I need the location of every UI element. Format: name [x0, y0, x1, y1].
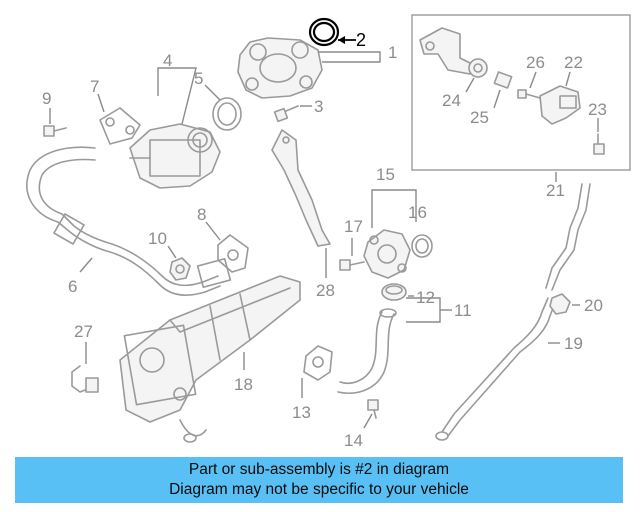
callout-6-leader [79, 257, 93, 273]
nut-10 [169, 257, 191, 281]
bracket-inset [419, 27, 473, 75]
flange-15 [363, 229, 411, 279]
callout-5: 5 [194, 69, 203, 88]
callout-22-leader [565, 71, 571, 87]
callout-6: 6 [68, 277, 77, 296]
parts-diagram: 1 2 3 4 5 6 7 8 9 10 11 12 13 14 15 16 1… [26, 14, 631, 450]
callout-18: 18 [234, 375, 253, 394]
info-banner: Part or sub-assembly is #2 in diagram Di… [15, 457, 623, 503]
nut-20 [549, 293, 571, 315]
banner-disclaimer: Diagram may not be specific to your vehi… [169, 481, 469, 498]
callout-11: 11 [454, 301, 472, 320]
callout-5-leader [204, 84, 221, 101]
gasket-ring-highlighted [308, 17, 340, 47]
gasket-5 [212, 97, 242, 131]
callout-7: 7 [90, 77, 99, 96]
callout-16: 16 [408, 203, 427, 222]
callout-28: 28 [316, 281, 335, 300]
bolt-3 [273, 105, 299, 123]
gasket-13 [303, 345, 333, 381]
callout-15: 15 [376, 165, 395, 184]
callout-1: 1 [388, 43, 397, 62]
callout-14: 14 [344, 431, 363, 450]
callout-17: 17 [344, 217, 363, 236]
pressure-sensor-22 [539, 85, 581, 125]
callout-2-highlighted: 2 [356, 30, 366, 50]
callout-21: 21 [546, 181, 565, 200]
callout-13: 13 [292, 403, 311, 422]
banner-part-notice: Part or sub-assembly is #2 in diagram [188, 461, 450, 478]
callout-26-leader [529, 71, 537, 89]
callout-27: 27 [74, 322, 93, 341]
sensor-line-21 [545, 183, 591, 291]
callout-14-leader [363, 413, 373, 429]
callout-22: 22 [564, 53, 583, 72]
egr-valve [129, 123, 221, 189]
temp-sensor-27 [71, 365, 99, 393]
callout-8-leader [205, 221, 221, 241]
callout-26: 26 [526, 53, 545, 72]
callout-12: 12 [416, 288, 435, 307]
coolant-hose-11 [337, 308, 397, 394]
inset-frame [411, 14, 631, 171]
gasket-8 [217, 234, 249, 273]
callout-20: 20 [584, 296, 603, 315]
callout-15-leader [371, 189, 417, 228]
callout-1-leader [318, 51, 381, 63]
oring-16 [411, 234, 433, 258]
sleeve-25 [493, 71, 513, 89]
bolt-26 [517, 89, 541, 99]
callout-25-leader [493, 89, 501, 109]
callout-19: 19 [564, 334, 583, 353]
bracket-28 [271, 129, 331, 247]
callout-9: 9 [42, 89, 51, 108]
callout-24: 24 [442, 91, 461, 110]
callout-25: 25 [470, 108, 489, 127]
pressure-tube-19 [435, 297, 557, 441]
callout-10: 10 [148, 229, 167, 248]
bolt-23 [593, 133, 605, 155]
callout-10-leader [167, 245, 177, 259]
callout-24-leader [465, 77, 475, 93]
callout-23: 23 [588, 100, 607, 119]
bolt-9 [43, 125, 67, 137]
hose-clamp-12 [381, 283, 407, 301]
egr-cooler [119, 275, 301, 443]
callout-2-arrowhead [338, 36, 345, 44]
callout-7-leader [97, 93, 105, 113]
callout-3: 3 [314, 97, 323, 116]
egr-valve-housing [237, 37, 323, 99]
callout-4-leader [157, 67, 197, 125]
callout-4: 4 [163, 51, 172, 70]
grommet-24 [468, 58, 488, 78]
bolt-17 [339, 259, 365, 271]
bolt-14 [367, 399, 379, 419]
gasket-7 [99, 107, 141, 145]
callout-8: 8 [197, 205, 206, 224]
egr-pipe [26, 146, 232, 296]
